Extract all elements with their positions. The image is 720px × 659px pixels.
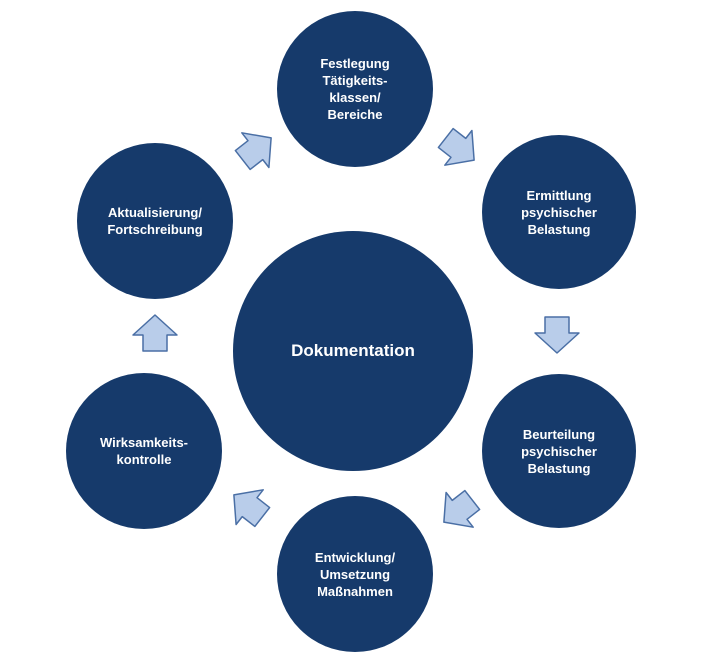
- step-circle-ermittlung: Ermittlung psychischer Belastung: [482, 135, 636, 289]
- step-circle-wirksamkeit: Wirksamkeits- kontrolle: [66, 373, 222, 529]
- step-circle-festlegung: Festlegung Tätigkeits- klassen/ Bereiche: [277, 11, 433, 167]
- step-label-entwicklung: Entwicklung/ Umsetzung Maßnahmen: [314, 549, 396, 599]
- center-label: Dokumentation: [291, 341, 415, 360]
- cycle-arrow-6: [234, 132, 272, 171]
- cycle-arrow-5: [132, 314, 178, 352]
- step-label-beurteilung: Beurteilung psychischer Belastung: [521, 426, 597, 476]
- cycle-arrow-2: [534, 316, 580, 354]
- step-label-festlegung: Festlegung Tätigkeits- klassen/ Bereiche: [320, 56, 390, 122]
- step-circle-entwicklung: Entwicklung/ Umsetzung Maßnahmen: [277, 496, 433, 652]
- step-label-ermittlung: Ermittlung psychischer Belastung: [521, 187, 597, 237]
- cycle-arrow-1: [437, 127, 475, 166]
- step-circle-aktualisierung: Aktualisierung/ Fortschreibung: [77, 143, 233, 299]
- step-label-wirksamkeit: Wirksamkeits- kontrolle: [99, 435, 189, 467]
- step-label-aktualisierung: Aktualisierung/ Fortschreibung: [107, 205, 203, 237]
- step-circle-beurteilung: Beurteilung psychischer Belastung: [482, 374, 636, 528]
- center-circle: Dokumentation: [233, 231, 473, 471]
- cycle-arrow-4: [233, 489, 271, 528]
- cycle-arrow-3: [443, 489, 481, 528]
